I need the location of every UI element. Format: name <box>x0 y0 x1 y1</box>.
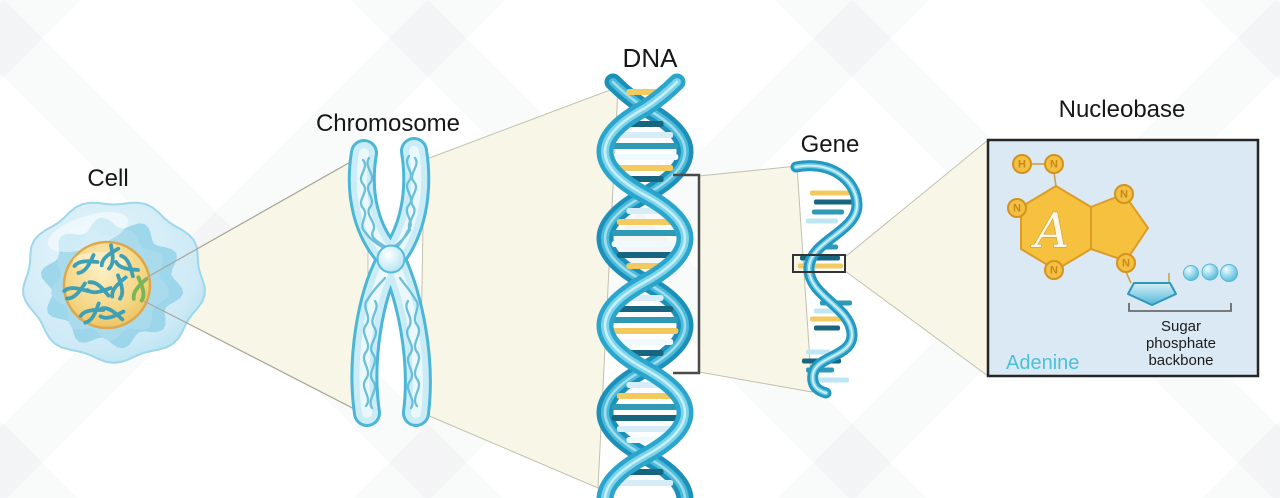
cell-title: Cell <box>87 165 128 192</box>
svg-text:N: N <box>1013 203 1021 215</box>
svg-text:N: N <box>1120 189 1128 201</box>
sugar-label-line1: Sugar <box>1161 318 1201 335</box>
adenine-label: Adenine <box>1006 352 1079 374</box>
dna-title: DNA <box>623 43 679 73</box>
dna-illustration <box>596 73 694 498</box>
zoom-cones <box>143 86 989 489</box>
svg-text:N: N <box>1050 265 1058 277</box>
chromosome-helix-texture <box>359 154 421 410</box>
svg-text:H: H <box>1018 159 1026 171</box>
dna-strand-front <box>596 73 694 498</box>
nucleobase-zoom-rect <box>792 254 846 273</box>
phosphate-spheres <box>1183 263 1238 282</box>
svg-text:N: N <box>1050 159 1058 171</box>
sugar-label-line2: phosphate <box>1146 335 1216 352</box>
svg-text:N: N <box>1122 258 1130 270</box>
gene-title: Gene <box>801 131 860 158</box>
nucleobase-panel: A H N N N N N Sugar phosphate backbone Adenin… <box>986 138 1260 378</box>
sugar-label-line3: backbone <box>1148 352 1213 369</box>
molecule-atoms: H N N N N N <box>1007 154 1136 280</box>
gene-region-bracket <box>673 173 701 375</box>
gene-illustration <box>790 160 863 399</box>
centromere <box>376 244 406 274</box>
molecule-bonds <box>1031 163 1170 284</box>
adenine-letter: A <box>1031 203 1070 259</box>
cell-illustration <box>22 201 206 364</box>
cone-dna-to-gene <box>698 165 813 393</box>
nucleus-chromosomes <box>62 243 149 325</box>
chromosome-title: Chromosome <box>316 110 460 137</box>
sugar-pentagon <box>1127 282 1177 306</box>
backbone-bracket <box>1128 303 1232 312</box>
nucleobase-title: Nucleobase <box>1059 96 1186 123</box>
cell-highlight <box>47 211 129 253</box>
cone-cell-edges <box>143 151 369 417</box>
cone-gene-to-nucleobase <box>844 138 989 377</box>
chromosome-illustration <box>347 137 432 427</box>
cone-chromosome-to-dna <box>419 86 619 489</box>
